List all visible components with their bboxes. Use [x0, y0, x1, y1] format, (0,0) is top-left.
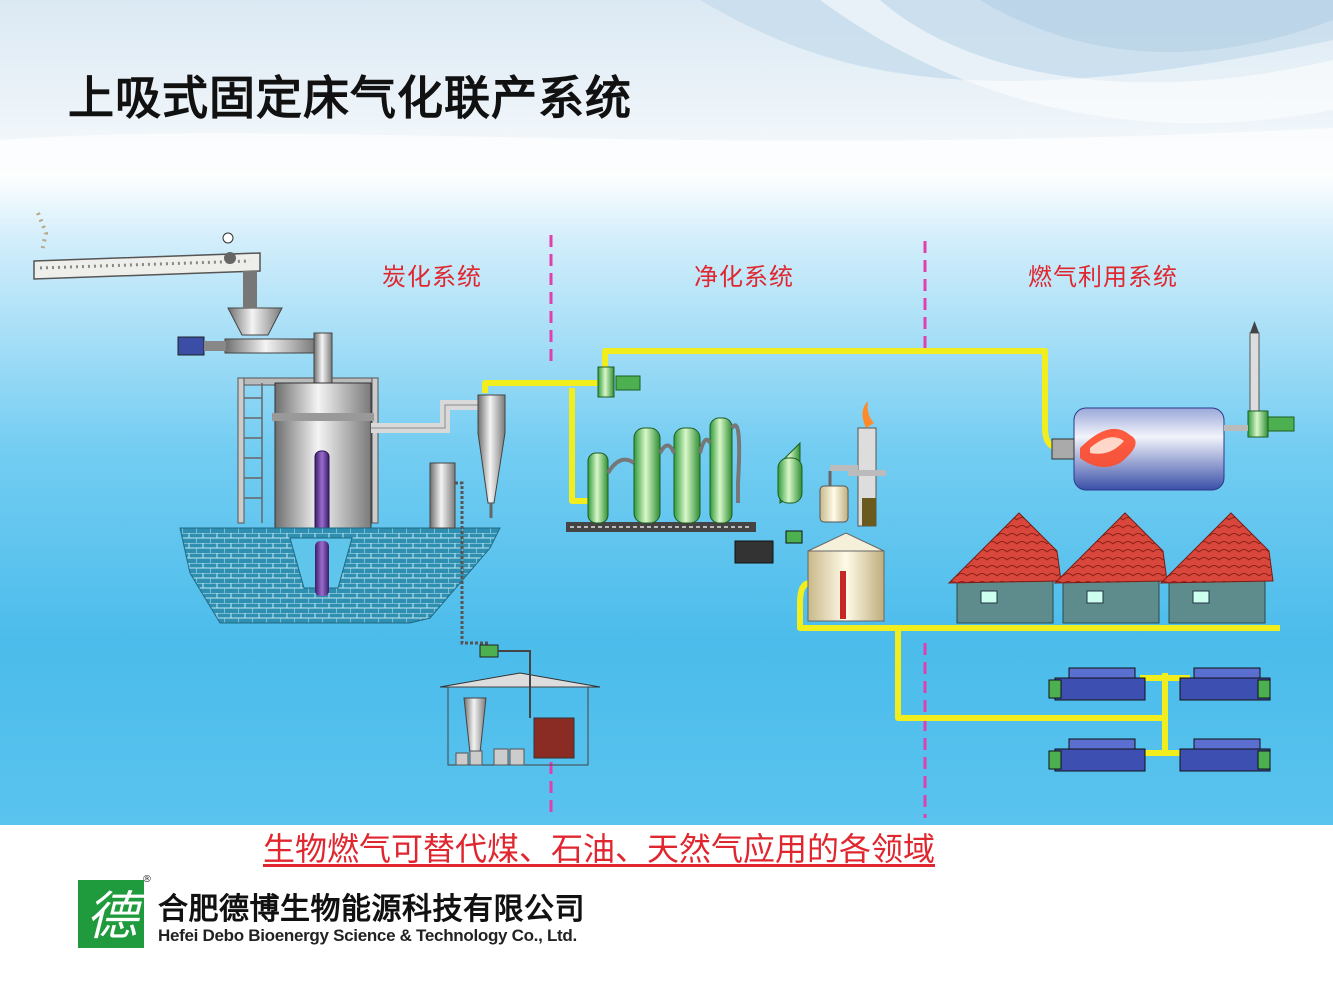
gasifier: [179, 332, 501, 624]
logo-mark-icon: 德 ®: [78, 874, 152, 948]
process-diagram-art: [33, 212, 1295, 818]
slide-header: 上吸式固定床气化联产系统: [0, 0, 1333, 173]
houses: [947, 512, 1274, 624]
cyclone-separator: [371, 394, 506, 645]
logo-character: 德: [86, 887, 146, 947]
screw-feeder: [177, 271, 316, 356]
section-label-carbonization: 炭化系统: [382, 263, 482, 291]
feed-conveyor: [33, 212, 261, 280]
flare-stack: [819, 401, 886, 527]
company-name-cn: 合肥德博生物能源科技有限公司: [158, 892, 585, 927]
charcoal-shed: [439, 644, 601, 766]
section-label-gas-utilization: 燃气利用系统: [1028, 263, 1178, 291]
slide-caption: 生物燃气可替代煤、石油、天然气应用的各领域: [263, 830, 936, 868]
induced-fan: [597, 366, 641, 398]
process-diagram: 炭化系统 净化系统 燃气利用系统: [0, 173, 1333, 825]
registered-mark: ®: [142, 874, 152, 885]
gas-holder: [807, 532, 885, 622]
company-logo: 德 ®: [76, 872, 156, 956]
header-wave-decoration: [0, 0, 1333, 173]
section-label-purification: 净化系统: [694, 263, 794, 291]
company-name-en: Hefei Debo Bioenergy Science & Technolog…: [158, 926, 577, 945]
generator-sets: [1048, 667, 1271, 772]
purification-towers: [566, 417, 803, 564]
page-title: 上吸式固定床气化联产系统: [68, 71, 632, 125]
boiler: [1051, 321, 1295, 491]
